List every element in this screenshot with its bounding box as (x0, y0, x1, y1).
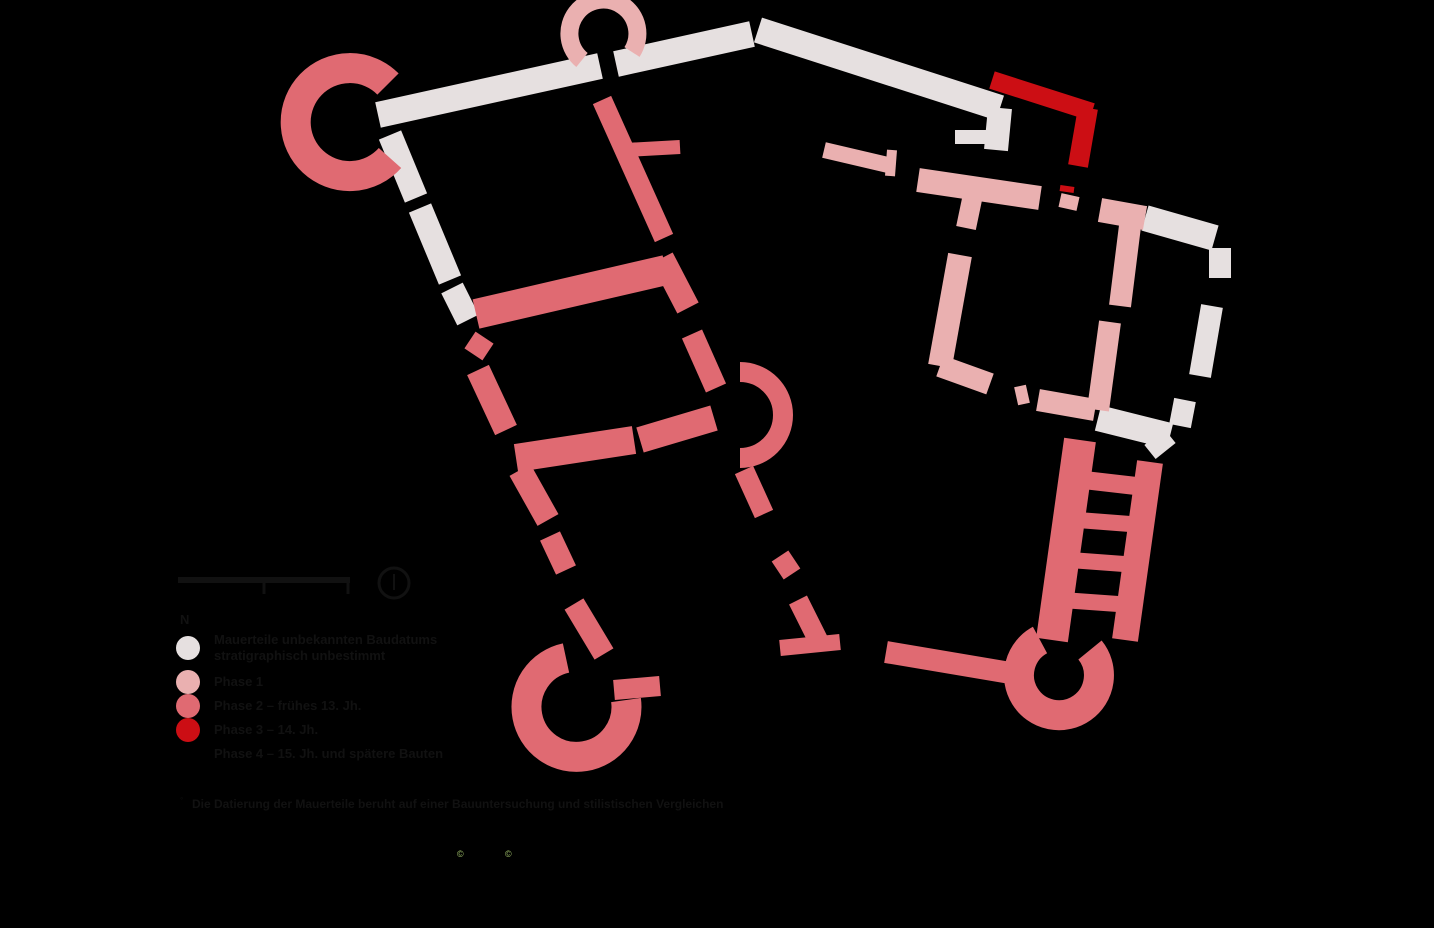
wall-segment (378, 130, 428, 203)
wall-segment (375, 53, 603, 128)
legend-swatch (176, 718, 200, 742)
wall-segment (822, 142, 890, 173)
wall-segment (771, 550, 801, 580)
walls-grey (375, 17, 1231, 460)
footnote-marker: ◦ (180, 793, 184, 803)
legend-swatch (176, 742, 200, 766)
north-compass-icon (377, 566, 411, 600)
walls-phase-2 (280, 53, 1163, 772)
wall-segment (1061, 592, 1119, 612)
wall-segment (1014, 384, 1030, 406)
copyright-mark: © (505, 849, 512, 859)
wall-segment (472, 255, 670, 329)
wall-segment (1068, 106, 1098, 168)
legend-swatch (176, 694, 200, 718)
wall-segment (984, 106, 1012, 152)
wall-segment (1144, 428, 1176, 460)
legend-item-phase-4: Phase 4 – 15. Jh. und spätere Bauten (176, 742, 443, 766)
wall-segment (564, 598, 614, 660)
wall-segment (592, 95, 674, 243)
wall-segment (1097, 198, 1148, 230)
tower-north-west (280, 53, 402, 192)
wall-segment (681, 329, 727, 393)
wall-segment (885, 149, 897, 177)
wall-segment (956, 182, 985, 231)
legend-label: Phase 3 – 14. Jh. (214, 722, 319, 737)
wall-segment (1069, 552, 1125, 572)
legend-label: Mauerteile unbekannten Baudatums stratig… (214, 632, 438, 663)
walls-phase-3 (989, 71, 1098, 193)
wall-segment (734, 465, 774, 519)
wall-segment (1141, 205, 1219, 251)
wall-segment (1058, 193, 1080, 211)
wall-segment (467, 364, 517, 436)
wall-segment (789, 595, 827, 645)
wall-segment (1077, 512, 1131, 532)
tower-south-west (511, 643, 642, 772)
wall-segment (1082, 471, 1138, 495)
legend-label: Phase 4 – 15. Jh. und spätere Bauten (214, 746, 444, 761)
wall-segment (1036, 389, 1097, 421)
wall-segment (651, 252, 699, 314)
wall-segment (1036, 437, 1096, 643)
wall-segment (1059, 185, 1075, 193)
wall-segment (540, 531, 576, 575)
wall-segment (1109, 224, 1141, 308)
copyright-mark: © (457, 849, 464, 859)
wall-segment (441, 282, 479, 326)
wall-segment (1094, 405, 1174, 449)
wall-segment (509, 464, 559, 526)
legend-swatch (176, 670, 200, 694)
legend-title: N (180, 612, 190, 627)
wall-segment (513, 426, 637, 472)
wall-segment (928, 252, 972, 369)
footnote: Die Datierung der Mauerteile beruht auf … (192, 797, 724, 811)
wall-segment (1112, 460, 1163, 642)
wall-segment (464, 331, 494, 361)
wall-segment (613, 676, 661, 700)
tower-inner (739, 362, 793, 468)
tower-north-middle (560, 0, 647, 67)
legend-item-phase-1: Phase 1 (176, 670, 263, 694)
legend-item-undated: Mauerteile unbekannten Baudatums stratig… (176, 632, 437, 663)
walls-phase-1 (560, 0, 1148, 421)
tower-south-east (1003, 626, 1114, 731)
legend-label: Phase 1 (214, 674, 264, 689)
wall-segment (1087, 320, 1121, 412)
wall-segment (1189, 304, 1223, 378)
wall-segment (936, 355, 994, 395)
legend-swatch (176, 636, 200, 660)
scale-bar (178, 577, 350, 594)
wall-segment (625, 140, 681, 157)
legend-label: Phase 2 – frühes 13. Jh. (214, 698, 362, 713)
wall-segment (1169, 397, 1196, 429)
legend-item-phase-2: Phase 2 – frühes 13. Jh. (176, 694, 361, 718)
wall-segment (779, 634, 841, 656)
legend-item-phase-3: Phase 3 – 14. Jh. (176, 718, 318, 742)
wall-segment (636, 405, 718, 453)
wall-segment (989, 71, 1095, 121)
wall-segment (754, 17, 1004, 121)
wall-segment (613, 21, 755, 77)
wall-segment (408, 203, 462, 285)
